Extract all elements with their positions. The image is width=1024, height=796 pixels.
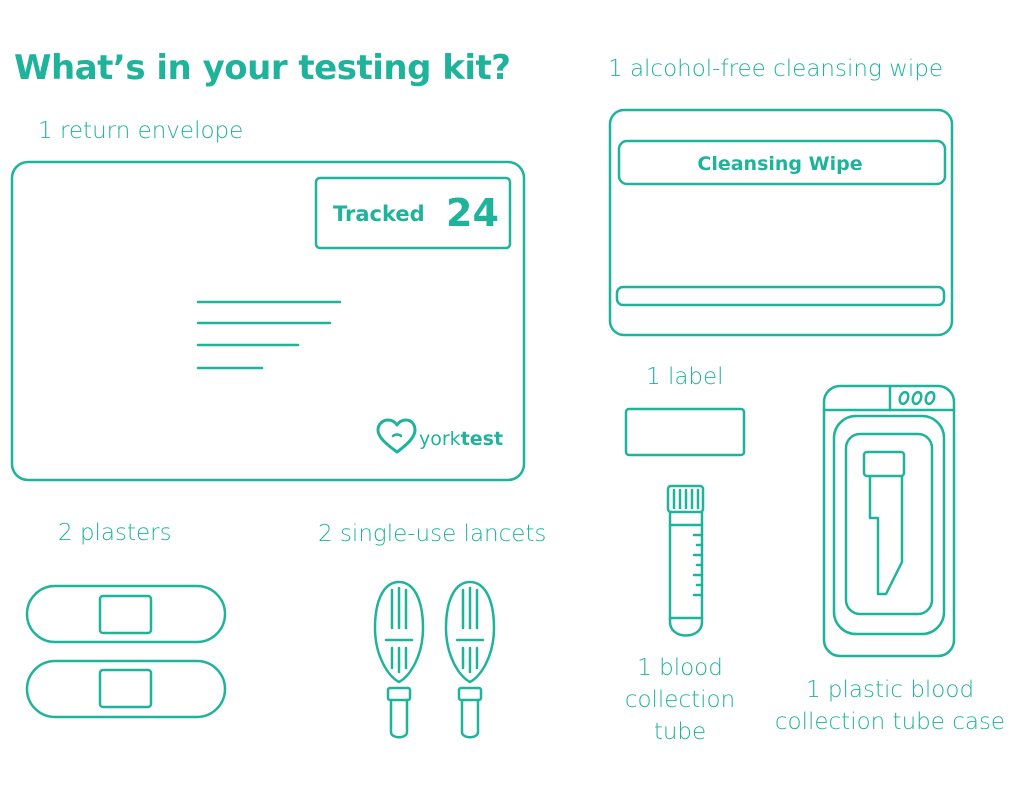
label-tube-case: 1 plastic blood collection tube case xyxy=(760,674,1020,738)
tube-illustration xyxy=(666,484,705,637)
label-lancets: 2 single-use lancets xyxy=(318,521,547,547)
page-title: What’s in your testing kit? xyxy=(14,48,511,88)
tube-case-illustration xyxy=(822,384,956,658)
lancet-illustration xyxy=(373,580,496,739)
plaster-illustration xyxy=(25,584,227,719)
stamp-word: Tracked xyxy=(333,202,425,226)
wipe-title: Cleansing Wipe xyxy=(697,153,862,175)
envelope-illustration: Tracked 24 yorktest xyxy=(10,160,526,482)
label-tube-line-3: tube xyxy=(653,719,707,745)
label-illustration xyxy=(624,407,746,457)
label-return-envelope: 1 return envelope xyxy=(38,118,244,144)
label-case-line-2: collection tube case xyxy=(774,709,1006,735)
wipe-illustration: Cleansing Wipe xyxy=(608,108,954,337)
label-label: 1 label xyxy=(646,364,724,390)
label-tube-line-1: 1 blood xyxy=(637,655,723,681)
label-case-line-1: 1 plastic blood xyxy=(805,677,975,703)
heart-logo-icon xyxy=(376,418,417,454)
brand-logo-text: yorktest xyxy=(419,428,503,450)
label-blood-collection-tube: 1 blood collection tube xyxy=(600,652,760,748)
label-plasters: 2 plasters xyxy=(58,520,172,546)
label-tube-line-2: collection xyxy=(624,687,736,713)
label-cleansing-wipe: 1 alcohol-free cleansing wipe xyxy=(608,56,944,82)
stamp-number: 24 xyxy=(446,191,499,235)
